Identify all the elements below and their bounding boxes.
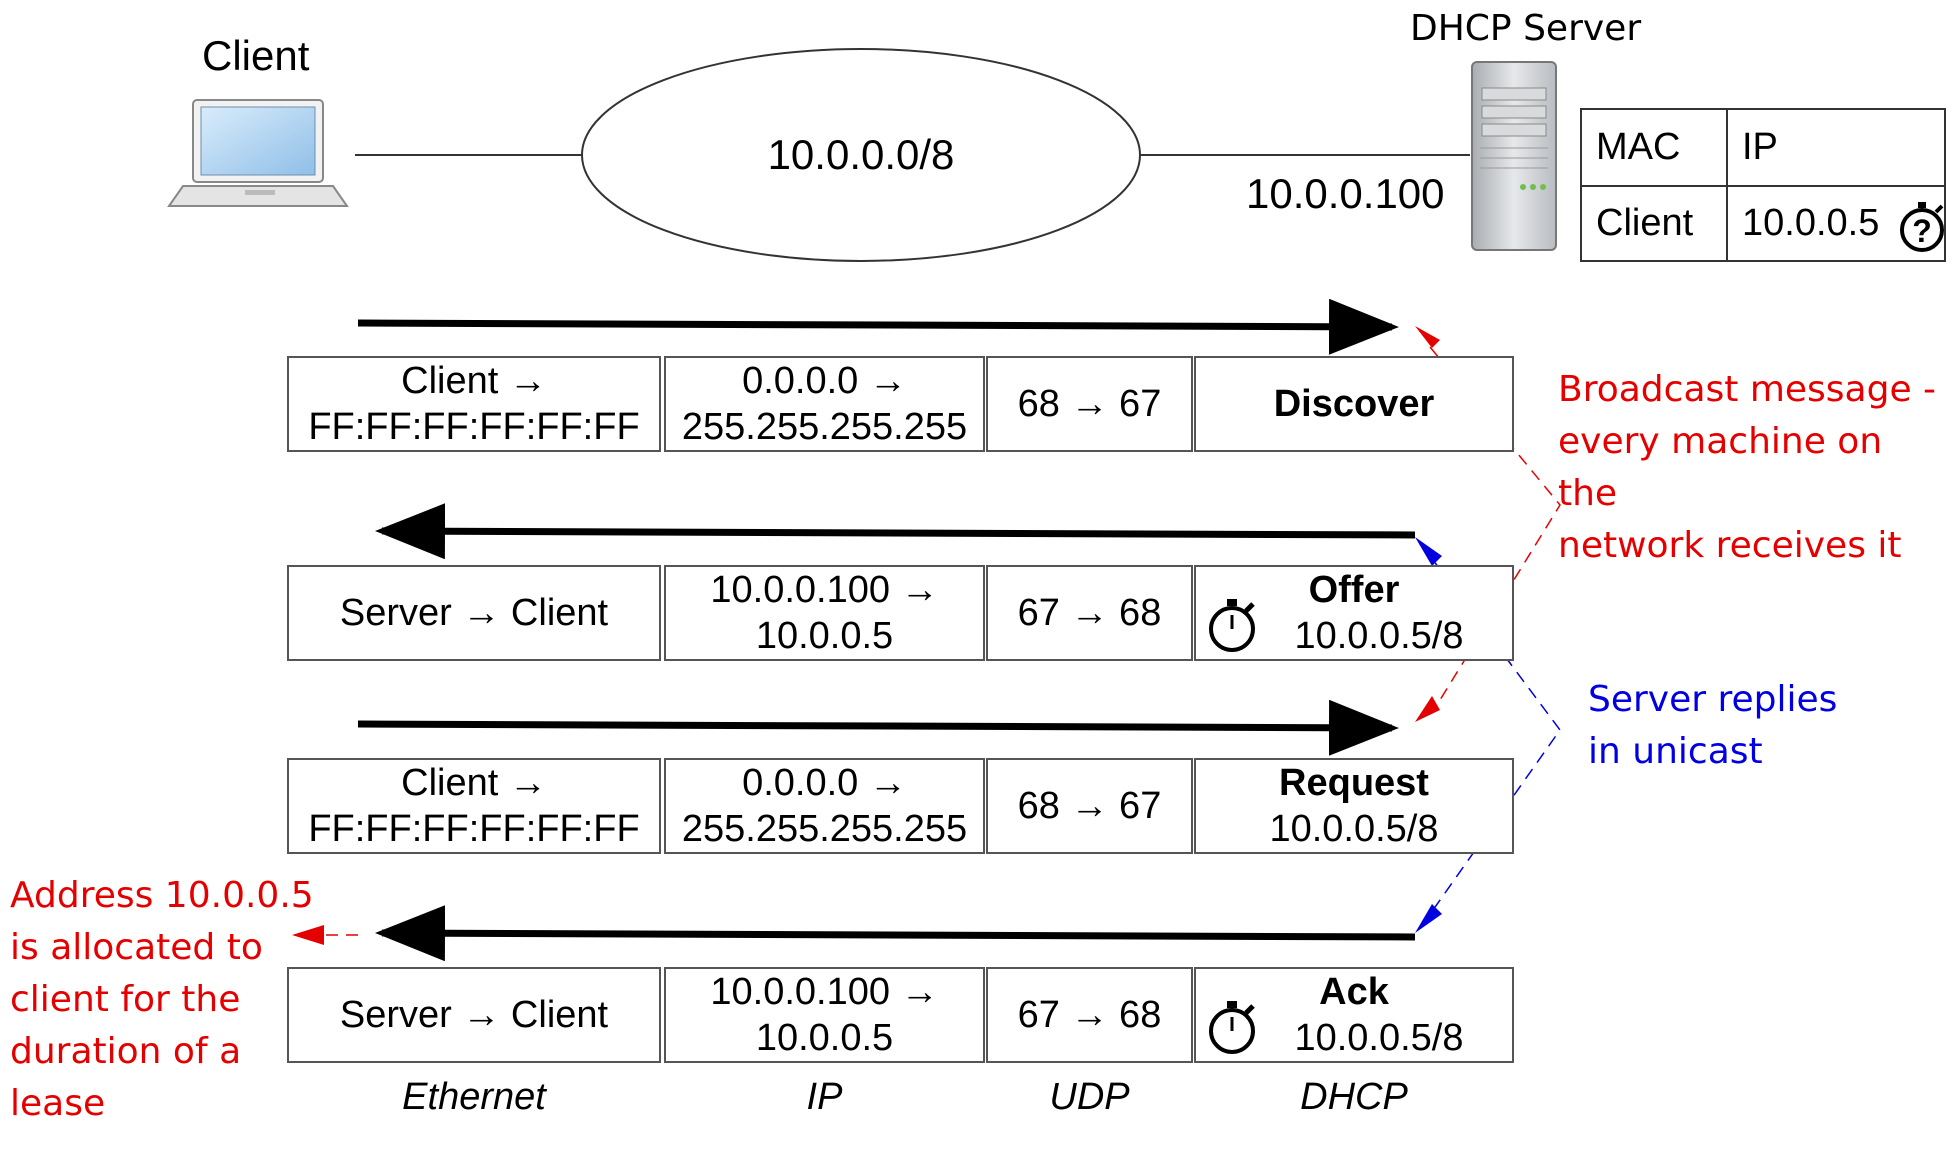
- lease-table-row-divider: [1582, 185, 1944, 187]
- discover-dhcp-cell: Discover: [1194, 356, 1514, 452]
- layer-label-ethernet: Ethernet: [402, 1075, 546, 1118]
- network-cloud: [581, 48, 1141, 262]
- allocation-note-line3: client for the: [10, 979, 241, 1020]
- broadcast-note-line3: network receives it: [1558, 525, 1902, 566]
- discover-ethernet-cell: Client → FF:FF:FF:FF:FF:FF: [287, 356, 661, 452]
- offer-udp-ports: 67 → 68: [1017, 592, 1162, 634]
- allocation-note-line2: is allocated to: [10, 927, 263, 968]
- ack-dhcp-title: Ack: [1319, 971, 1389, 1013]
- request-udp-ports: 68 → 67: [1017, 785, 1162, 827]
- allocation-note-line1: Address 10.0.0.5: [10, 875, 314, 916]
- broadcast-note: Broadcast message - every machine on the…: [1558, 364, 1946, 572]
- offer-dhcp-cell: Offer 10.0.0.5/8: [1194, 565, 1514, 661]
- ack-udp-cell: 67 → 68: [986, 967, 1193, 1063]
- offer-ethernet-line1: Server → Client: [339, 592, 609, 634]
- lease-table-cell-mac: Client: [1596, 202, 1694, 244]
- broadcast-note-line2: every machine on the: [1558, 421, 1883, 514]
- request-arrow: [357, 699, 1399, 756]
- ack-ethernet-line1: Server → Client: [339, 994, 609, 1036]
- unicast-arrowhead-ack: [1415, 904, 1442, 933]
- offer-ethernet-cell: Server → Client: [287, 565, 661, 661]
- request-dhcp-title: Request: [1279, 762, 1429, 804]
- request-udp-cell: 68 → 67: [986, 758, 1193, 854]
- unicast-note: Server replies in unicast: [1588, 674, 1837, 778]
- request-dhcp-cell: Request 10.0.0.5/8: [1194, 758, 1514, 854]
- offer-udp-cell: 67 → 68: [986, 565, 1193, 661]
- broadcast-note-line1: Broadcast message -: [1558, 369, 1937, 410]
- lease-table-header-mac: MAC: [1596, 126, 1681, 168]
- unicast-note-line2: in unicast: [1588, 731, 1763, 772]
- ack-arrow: [375, 905, 1416, 962]
- discover-ip-line2: 255.255.255.255: [681, 406, 968, 448]
- offer-ip-cell: 10.0.0.100 → 10.0.0.5: [664, 565, 985, 661]
- timer-icon: [1209, 1001, 1255, 1054]
- ack-dhcp-detail: 10.0.0.5/8: [1294, 1017, 1464, 1059]
- offer-arrow: [375, 503, 1416, 560]
- unicast-note-line1: Server replies: [1588, 679, 1838, 720]
- lease-table-header-ip: IP: [1742, 126, 1778, 168]
- ack-dhcp-cell: Ack 10.0.0.5/8: [1194, 967, 1514, 1063]
- server-icon: [1471, 61, 1557, 251]
- allocation-note-line5: lease: [10, 1083, 106, 1124]
- ack-ip-line2: 10.0.0.5: [755, 1017, 894, 1059]
- request-ip-line2: 255.255.255.255: [681, 808, 968, 850]
- discover-ethernet-line2: FF:FF:FF:FF:FF:FF: [308, 406, 640, 448]
- lease-table: MAC IP Client 10.0.0.5 ?: [1580, 108, 1946, 262]
- discover-udp-cell: 68 → 67: [986, 356, 1193, 452]
- layer-label-dhcp: DHCP: [1300, 1075, 1408, 1118]
- offer-ip-line1: 10.0.0.100 →: [710, 569, 939, 611]
- ack-ethernet-cell: Server → Client: [287, 967, 661, 1063]
- offer-dhcp-title: Offer: [1308, 569, 1400, 611]
- unicast-arrowhead-offer: [1415, 537, 1442, 566]
- allocation-note-line4: duration of a: [10, 1031, 242, 1072]
- offer-ip-line2: 10.0.0.5: [755, 615, 894, 657]
- discover-ip-line1: 0.0.0.0 →: [742, 360, 907, 402]
- discover-udp-ports: 68 → 67: [1017, 383, 1162, 425]
- offer-dhcp-detail: 10.0.0.5/8: [1294, 615, 1464, 657]
- discover-arrow: [357, 298, 1399, 355]
- timer-icon: [1209, 599, 1255, 652]
- server-ip-label: 10.0.0.100: [1246, 170, 1445, 217]
- allocation-arrowhead: [292, 925, 324, 945]
- request-ip-cell: 0.0.0.0 → 255.255.255.255: [664, 758, 985, 854]
- lease-table-cell-ip: 10.0.0.5: [1742, 202, 1880, 244]
- network-label: 10.0.0.0/8: [767, 131, 955, 178]
- broadcast-arrowhead-request: [1415, 696, 1440, 722]
- client-label: Client: [202, 32, 310, 79]
- ack-ip-line1: 10.0.0.100 →: [710, 971, 939, 1013]
- discover-dhcp-title: Discover: [1273, 383, 1435, 425]
- request-ethernet-cell: Client → FF:FF:FF:FF:FF:FF: [287, 758, 661, 854]
- laptop-icon: [167, 99, 349, 207]
- discover-ip-cell: 0.0.0.0 → 255.255.255.255: [664, 356, 985, 452]
- request-ethernet-line2: FF:FF:FF:FF:FF:FF: [308, 808, 640, 850]
- broadcast-arrowhead-discover: [1415, 326, 1440, 348]
- server-label: DHCP Server: [1410, 8, 1642, 49]
- request-ip-line1: 0.0.0.0 →: [742, 762, 907, 804]
- ack-udp-ports: 67 → 68: [1017, 994, 1162, 1036]
- timer-question-icon: ?: [1900, 202, 1944, 252]
- layer-label-ip: IP: [806, 1075, 843, 1118]
- allocation-note: Address 10.0.0.5 is allocated to client …: [10, 870, 314, 1130]
- svg-text:?: ?: [1912, 213, 1932, 249]
- layer-label-udp: UDP: [1049, 1075, 1130, 1118]
- request-dhcp-detail: 10.0.0.5/8: [1269, 808, 1439, 850]
- discover-ethernet-line1: Client →: [401, 360, 547, 402]
- ack-ip-cell: 10.0.0.100 → 10.0.0.5: [664, 967, 985, 1063]
- request-ethernet-line1: Client →: [401, 762, 547, 804]
